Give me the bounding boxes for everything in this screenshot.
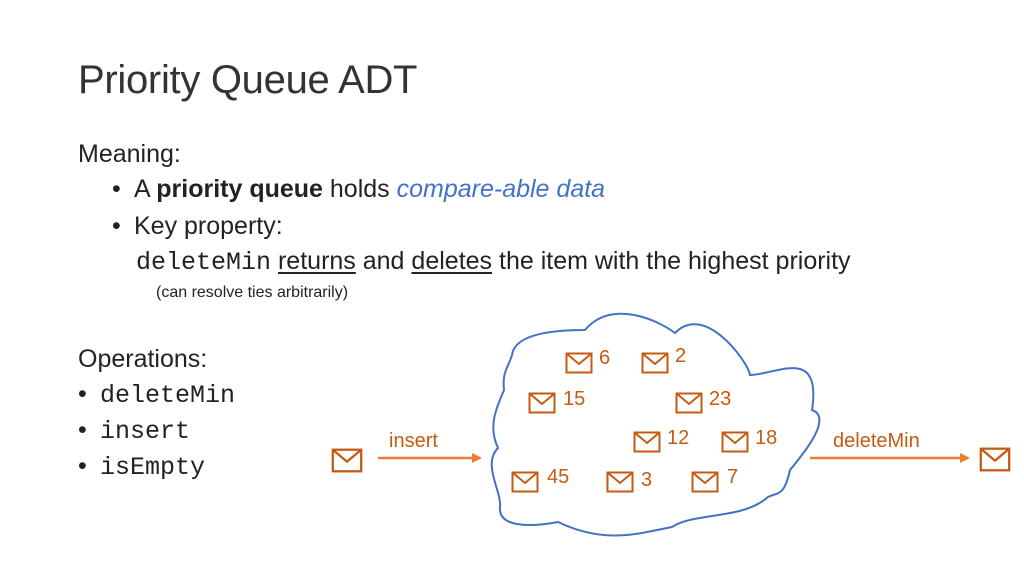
envelope-icon xyxy=(511,471,539,493)
property-description: deleteMin returns and deletes the item w… xyxy=(136,247,851,277)
word-returns: returns xyxy=(277,247,356,275)
bullet-priority-queue: •A priority queue holds compare-able dat… xyxy=(112,175,606,203)
envelope-icon xyxy=(641,352,669,374)
bullet-glyph: • xyxy=(112,212,121,240)
queue-item-label: 2 xyxy=(675,345,687,367)
term-compare-able-data: compare-able data xyxy=(396,175,606,203)
bullet-glyph: • xyxy=(78,380,87,408)
queue-item-label: 12 xyxy=(667,427,690,449)
queue-item-label: 7 xyxy=(727,466,739,488)
bullet-key-property: •Key property: xyxy=(112,212,283,240)
envelope-icon xyxy=(331,448,363,473)
term-priority-queue: priority queue xyxy=(156,175,323,203)
operation-item: • deleteMin xyxy=(78,380,235,410)
ties-note: (can resolve ties arbitrarily) xyxy=(156,284,349,301)
envelope-icon xyxy=(606,471,634,493)
envelope-icon xyxy=(675,392,703,414)
queue-item-label: 18 xyxy=(755,427,778,449)
envelope-icon xyxy=(979,447,1011,472)
operation-item: • isEmpty xyxy=(78,452,205,482)
bullet-glyph: • xyxy=(112,175,121,203)
operations-heading: Operations: xyxy=(78,345,208,373)
bullet-glyph: • xyxy=(78,416,87,444)
envelope-icon xyxy=(565,352,593,374)
queue-item-label: 45 xyxy=(547,466,570,488)
bullet-glyph: • xyxy=(78,452,87,480)
slide-title: Priority Queue ADT xyxy=(78,58,418,102)
operation-insert: insert xyxy=(100,417,191,446)
queue-item-label: 3 xyxy=(641,469,653,491)
queue-cloud xyxy=(490,312,821,537)
deletemin-label: deleteMin xyxy=(833,430,920,452)
envelope-icon xyxy=(633,431,661,453)
operation-isempty: isEmpty xyxy=(100,453,206,482)
word-deletes: deletes xyxy=(411,247,493,275)
meaning-heading: Meaning: xyxy=(78,140,181,168)
code-deletemin: deleteMin xyxy=(136,248,272,277)
operation-item: • insert xyxy=(78,416,190,446)
insert-label: insert xyxy=(389,430,438,452)
operation-deletemin: deleteMin xyxy=(100,381,236,410)
queue-item-label: 15 xyxy=(563,388,586,410)
envelope-icon xyxy=(691,471,719,493)
queue-item-label: 23 xyxy=(709,388,732,410)
queue-item-label: 6 xyxy=(599,347,611,369)
envelope-icon xyxy=(528,392,556,414)
envelope-icon xyxy=(721,431,749,453)
